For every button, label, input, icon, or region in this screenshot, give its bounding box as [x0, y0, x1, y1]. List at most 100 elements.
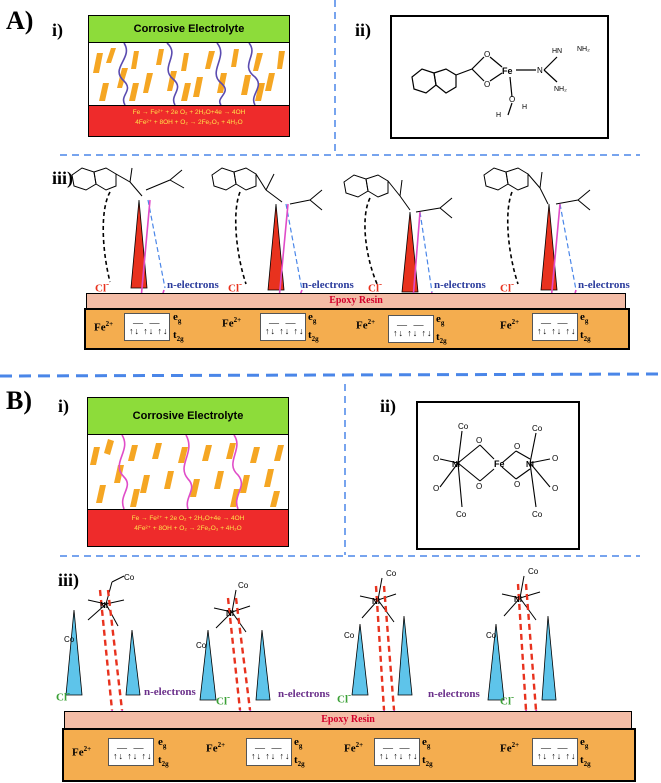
dashed-line-blue-a3 — [419, 211, 433, 293]
red-dashed-b4a — [516, 583, 528, 711]
atom-b-o1: O — [433, 454, 439, 463]
atom-b-o5: O — [514, 442, 520, 451]
blue-cone-b4b — [541, 615, 557, 701]
blue-cone-b3 — [351, 623, 369, 696]
panel-b-label: B) — [6, 386, 32, 415]
atom-n: N — [537, 66, 543, 75]
atom-nh2b: NH₂ — [554, 86, 567, 93]
atom-b2-co: Co — [238, 581, 249, 590]
molecule-box-b: Co O Ni O O O Fe O O Ni Co O O Co Co — [416, 401, 580, 550]
atom-b-ni1: Ni — [452, 460, 460, 469]
epoxy-label-b: Epoxy Resin — [321, 714, 375, 725]
t2g-label-a4: t2g — [580, 329, 591, 344]
dashed-line-blue-a2 — [285, 203, 303, 291]
atom-b-o6: O — [514, 480, 520, 489]
t2g-label-b1: t2g — [158, 754, 169, 769]
atom-b2-ni: Ni — [226, 609, 234, 618]
d-orbital-box-b1: — —↑↓ ↑↓ ↑↓ — [108, 738, 154, 766]
atom-fe: Fe — [502, 66, 513, 76]
atom-b1-co: Co — [124, 573, 135, 582]
fe-label-b1: Fe2+ — [72, 745, 92, 759]
red-dashed-b1a — [98, 589, 114, 711]
red-dashed-b4b — [524, 583, 538, 711]
fe-label-a4: Fe2+ — [500, 318, 520, 332]
d-orbital-box-a2: — —↑↓ ↑↓ ↑↓ — [260, 313, 306, 341]
ni-fe-co-complex-structure: Co O Ni O O O Fe O O Ni Co O O Co Co — [433, 422, 558, 519]
panel-a-i-label: i) — [52, 20, 63, 40]
blue-cone-b1 — [65, 609, 83, 696]
blue-cone-b2 — [199, 629, 217, 701]
flakes-and-paths-b — [90, 434, 284, 510]
metal-layer-a: Fe → Fe²⁺ + 2e O₂ + 2H₂O+4e → 4OH 4Fe²⁺ … — [88, 105, 290, 137]
d-orbital-box-b2: — —↑↓ ↑↓ ↑↓ — [246, 738, 292, 766]
atom-o1: O — [484, 50, 490, 59]
cl-label-b3: Cl- — [337, 690, 352, 706]
metal-layer-b: Fe → Fe²⁺ + 2e O₂ + 2H₂O+4e → 4OH 4Fe²⁺ … — [87, 509, 289, 547]
atom-b-o8: O — [552, 484, 558, 493]
t2g-label-b3: t2g — [422, 754, 433, 769]
panel-a-label: A) — [6, 6, 34, 35]
reaction-line2-b: 4Fe²⁺ + 8OH + O₂ → 2Fe₂O₃ + 4H₂O — [134, 525, 242, 532]
coating-layer-a — [88, 42, 290, 106]
d-orbital-box-a4: — —↑↓ ↑↓ ↑↓ — [532, 313, 578, 341]
red-dashed-b2a — [226, 597, 242, 711]
n-electrons-label-a2: n-electrons — [302, 279, 354, 291]
red-cone-a1 — [130, 199, 148, 289]
fe-label-b3: Fe2+ — [344, 741, 364, 755]
atom-b3-co2: Co — [344, 631, 355, 640]
atom-h2: H — [522, 104, 527, 111]
unit-a1 — [71, 167, 185, 197]
panel-separator — [0, 372, 661, 378]
n-electrons-label-a4: n-electrons — [578, 279, 630, 291]
red-cone-a3 — [401, 211, 419, 293]
eg-label-b2: eg — [294, 736, 303, 751]
eg-label-a1: eg — [173, 311, 182, 326]
atom-hn: HN — [552, 48, 562, 55]
epoxy-layer-a: Epoxy Resin — [86, 293, 626, 309]
n-electrons-label-a3: n-electrons — [434, 279, 486, 291]
atom-b-co2: Co — [532, 424, 543, 433]
molecule-box-a: O O Fe N HN NH₂ NH₂ O H H — [390, 15, 609, 139]
fe-complex-structure: O O Fe N HN NH₂ NH₂ O H H — [411, 46, 590, 119]
red-cone-a4 — [540, 203, 558, 291]
flakes-and-paths-a — [93, 42, 285, 106]
atom-b1-ni: Ni — [100, 601, 108, 610]
n-electrons-label-a1: n-electrons — [167, 279, 219, 291]
red-dashed-b1b — [106, 589, 124, 711]
atom-b1-co2: Co — [64, 635, 75, 644]
cl-label-a4: Cl- — [500, 279, 515, 295]
epoxy-label-a: Epoxy Resin — [329, 295, 383, 306]
panel-b-iii-label: iii) — [58, 570, 79, 590]
atom-nh2a: NH₂ — [577, 46, 590, 53]
n-electrons-label-b2: n-electrons — [278, 688, 330, 700]
dashed-line-blue-a4 — [559, 203, 577, 291]
t2g-label-a3: t2g — [436, 331, 447, 346]
d-orbital-box-b3: — —↑↓ ↑↓ ↑↓ — [374, 738, 420, 766]
dashed-arrow-black-a2 — [234, 191, 247, 285]
fe-label-b4: Fe2+ — [500, 741, 520, 755]
dashed-arrow-black-a4 — [506, 191, 519, 285]
n-electrons-label-b3: n-electrons — [428, 688, 480, 700]
magenta-arrow-a1a — [139, 199, 151, 311]
electrolyte-label-a: Corrosive Electrolyte — [133, 23, 245, 35]
red-dashed-b3b — [382, 585, 396, 711]
fe-label-b2: Fe2+ — [206, 741, 226, 755]
t2g-label-a1: t2g — [173, 329, 184, 344]
cl-label-a1: Cl- — [95, 279, 110, 295]
electrolyte-label-b: Corrosive Electrolyte — [132, 410, 244, 422]
atom-o2: O — [484, 80, 490, 89]
blue-cone-b2b — [255, 629, 271, 701]
unit-a3 — [343, 174, 453, 219]
panel-b-ii-label: ii) — [380, 396, 396, 416]
atom-b-ni2: Ni — [526, 460, 534, 469]
atom-b3-co: Co — [386, 569, 397, 578]
atom-o3: O — [509, 95, 515, 104]
eg-label-a3: eg — [436, 313, 445, 328]
panel-a-dividers — [60, 0, 640, 156]
electrolyte-box-b: Corrosive Electrolyte — [87, 397, 289, 435]
blue-cone-b1b — [125, 629, 141, 696]
blue-cone-b3b — [397, 615, 413, 696]
cl-label-b4: Cl- — [500, 692, 515, 708]
red-dashed-b3a — [374, 585, 386, 711]
unit-a2 — [211, 167, 323, 211]
